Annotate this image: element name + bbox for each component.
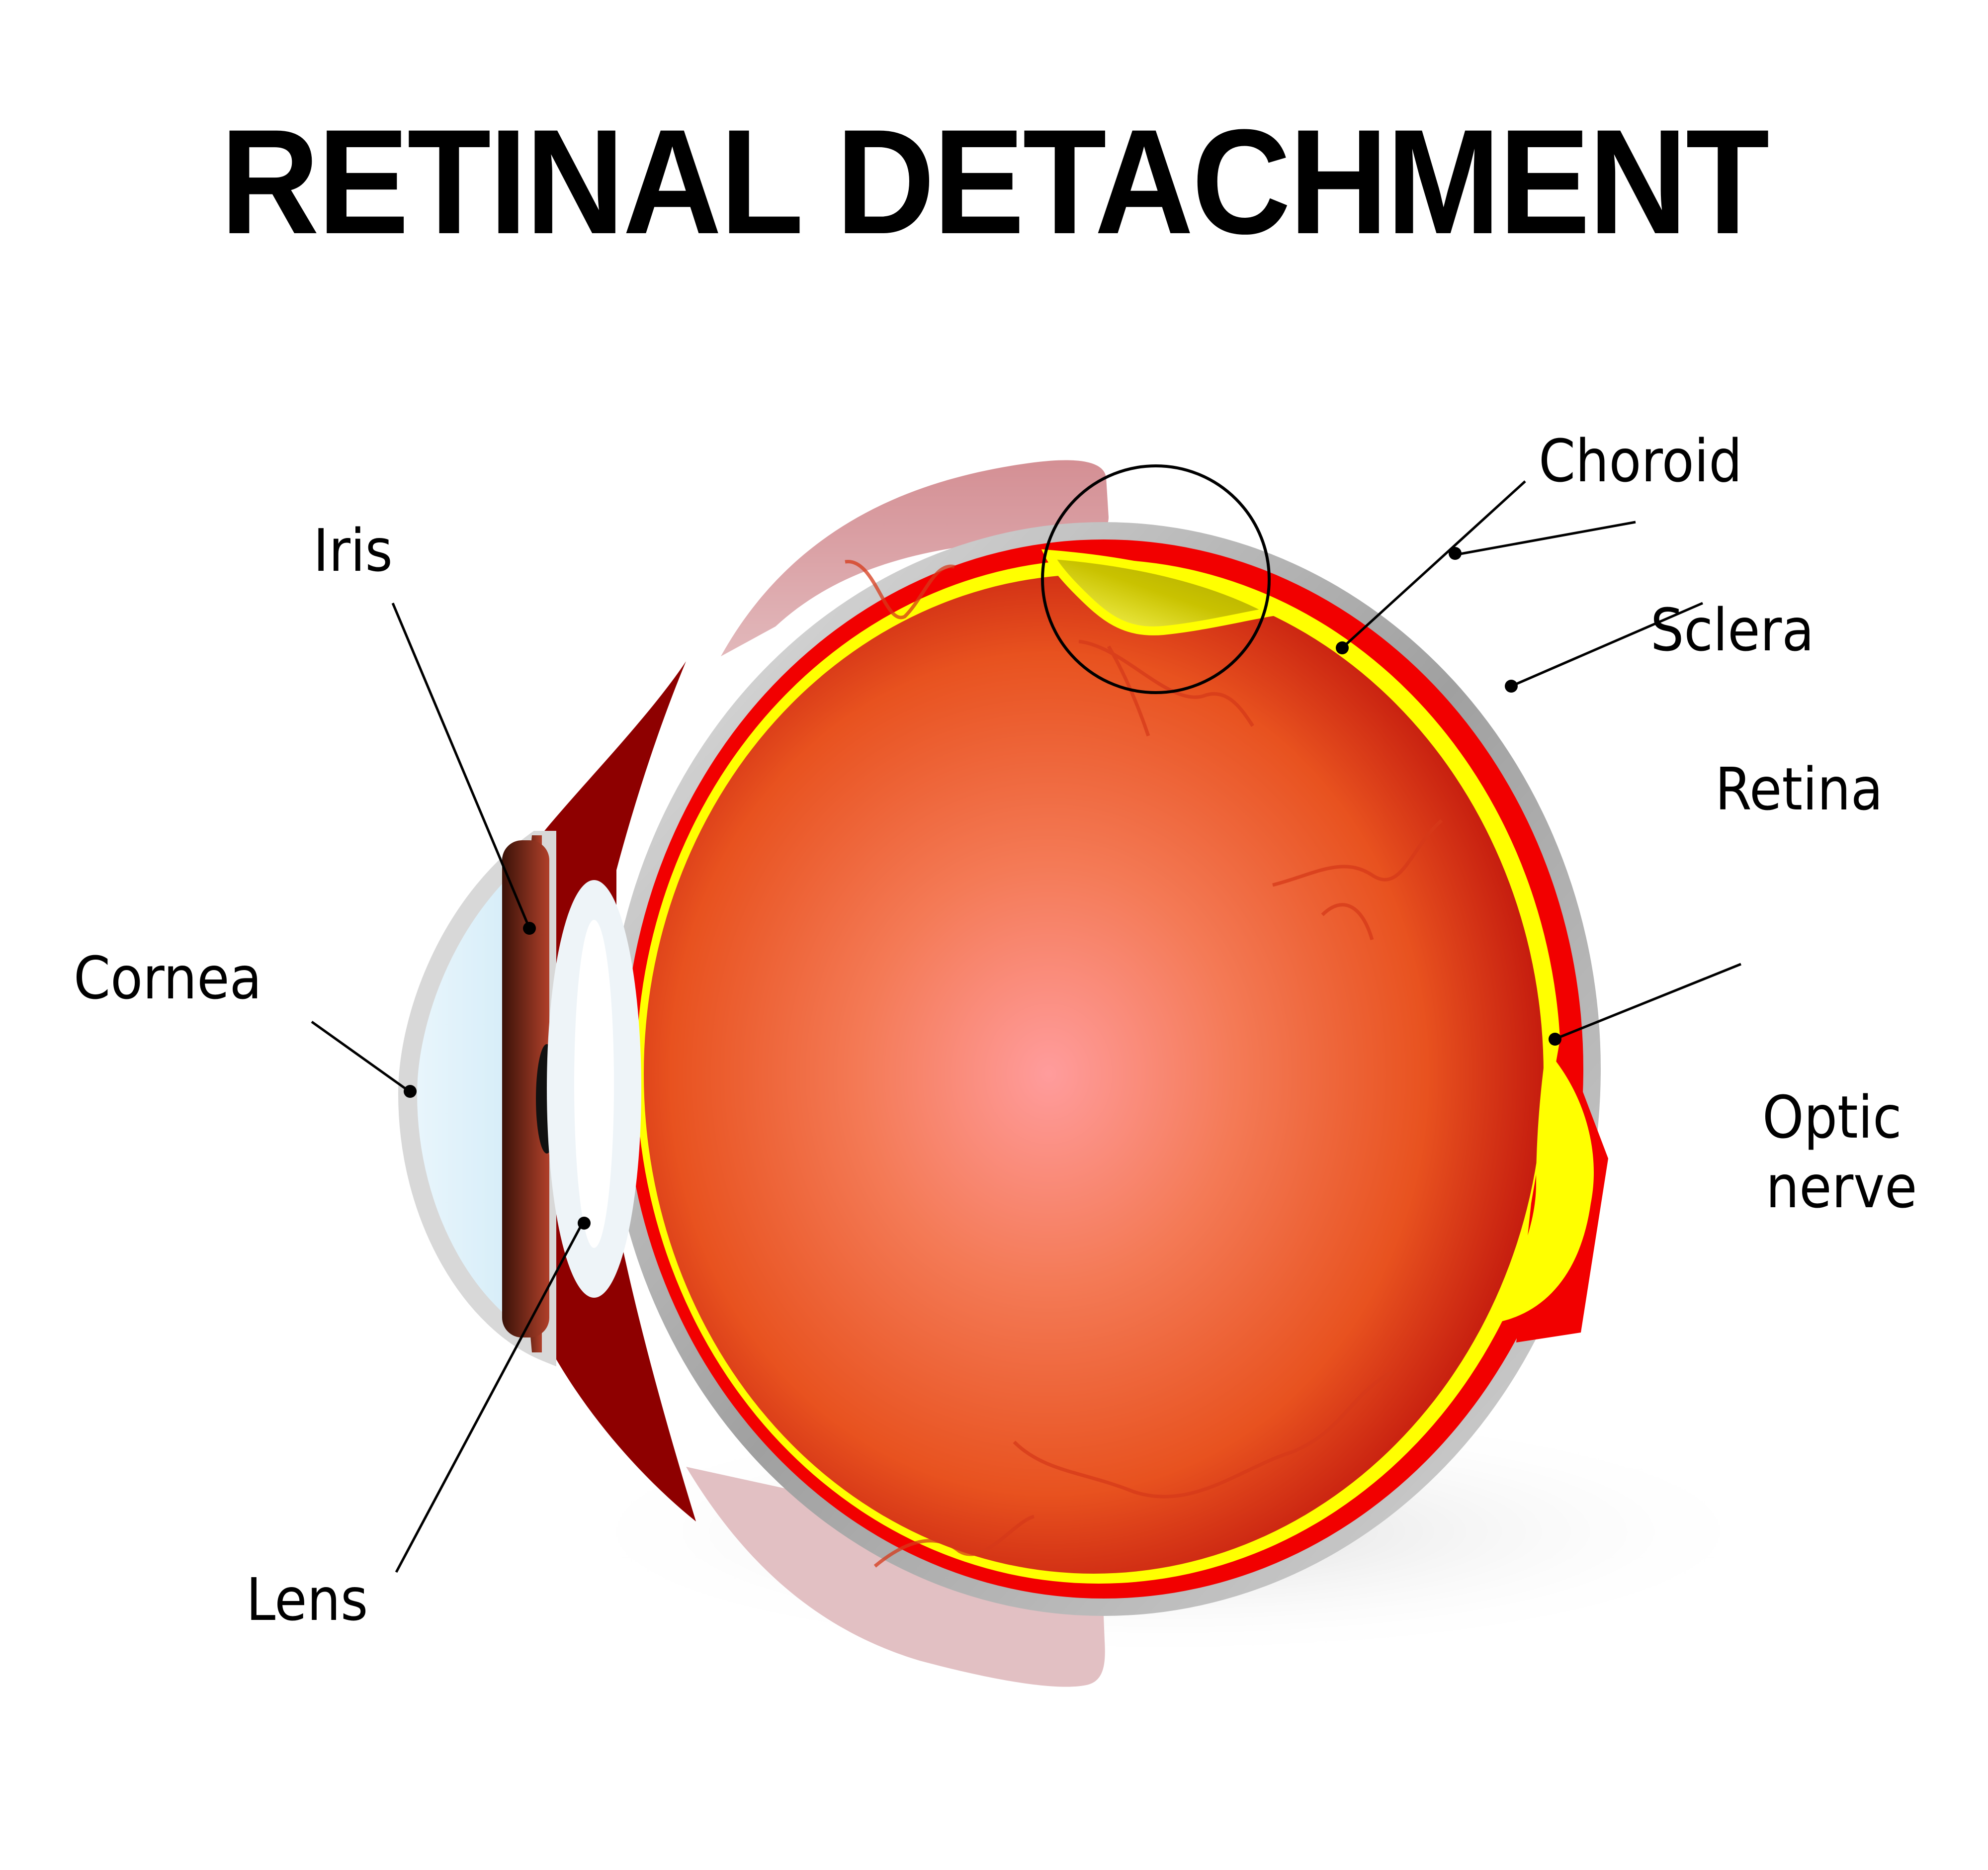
choroid-leader <box>1341 480 1526 649</box>
label-optic-nerve-line2: nerve <box>1766 1153 1917 1221</box>
detachment-fluid <box>1041 549 1287 635</box>
upper-muscle <box>721 460 1109 656</box>
label-optic-nerve-line1: Optic <box>1762 1083 1902 1152</box>
vitreous-body <box>644 574 1544 1574</box>
label-retina: Retina <box>1715 755 1883 823</box>
cornea-dot <box>404 1085 417 1098</box>
label-iris: Iris <box>313 516 393 585</box>
retina-leader <box>1511 602 1703 688</box>
label-cornea: Cornea <box>74 944 262 1012</box>
sclera-dot <box>1449 547 1462 560</box>
lens-dot <box>578 1217 591 1230</box>
iris-band <box>502 840 549 1337</box>
blood-vessels <box>845 560 1443 1568</box>
label-sclera: Sclera <box>1650 596 1815 664</box>
detachment-highlight-circle <box>1041 464 1271 694</box>
leader-lines <box>311 480 1741 1573</box>
lens-leader <box>395 1222 584 1573</box>
sclera-leader <box>1457 521 1636 556</box>
choroid-dot <box>1336 641 1349 654</box>
lower-muscle <box>686 1467 1105 1687</box>
label-lens: Lens <box>246 1565 368 1634</box>
optic-nerve-head <box>1496 1049 1594 1323</box>
cornea-leader <box>311 1020 410 1092</box>
retina-dot <box>1505 680 1518 693</box>
lens-highlight <box>574 920 614 1248</box>
page-title: RETINAL DETACHMENT <box>220 98 1769 265</box>
leader-dots <box>404 547 1561 1230</box>
optic-nerve-dot <box>1549 1033 1561 1046</box>
optic-nerve-leader <box>1556 963 1741 1040</box>
iris-leader <box>391 603 531 929</box>
iris-dot <box>523 922 536 935</box>
label-choroid: Choroid <box>1539 427 1742 495</box>
